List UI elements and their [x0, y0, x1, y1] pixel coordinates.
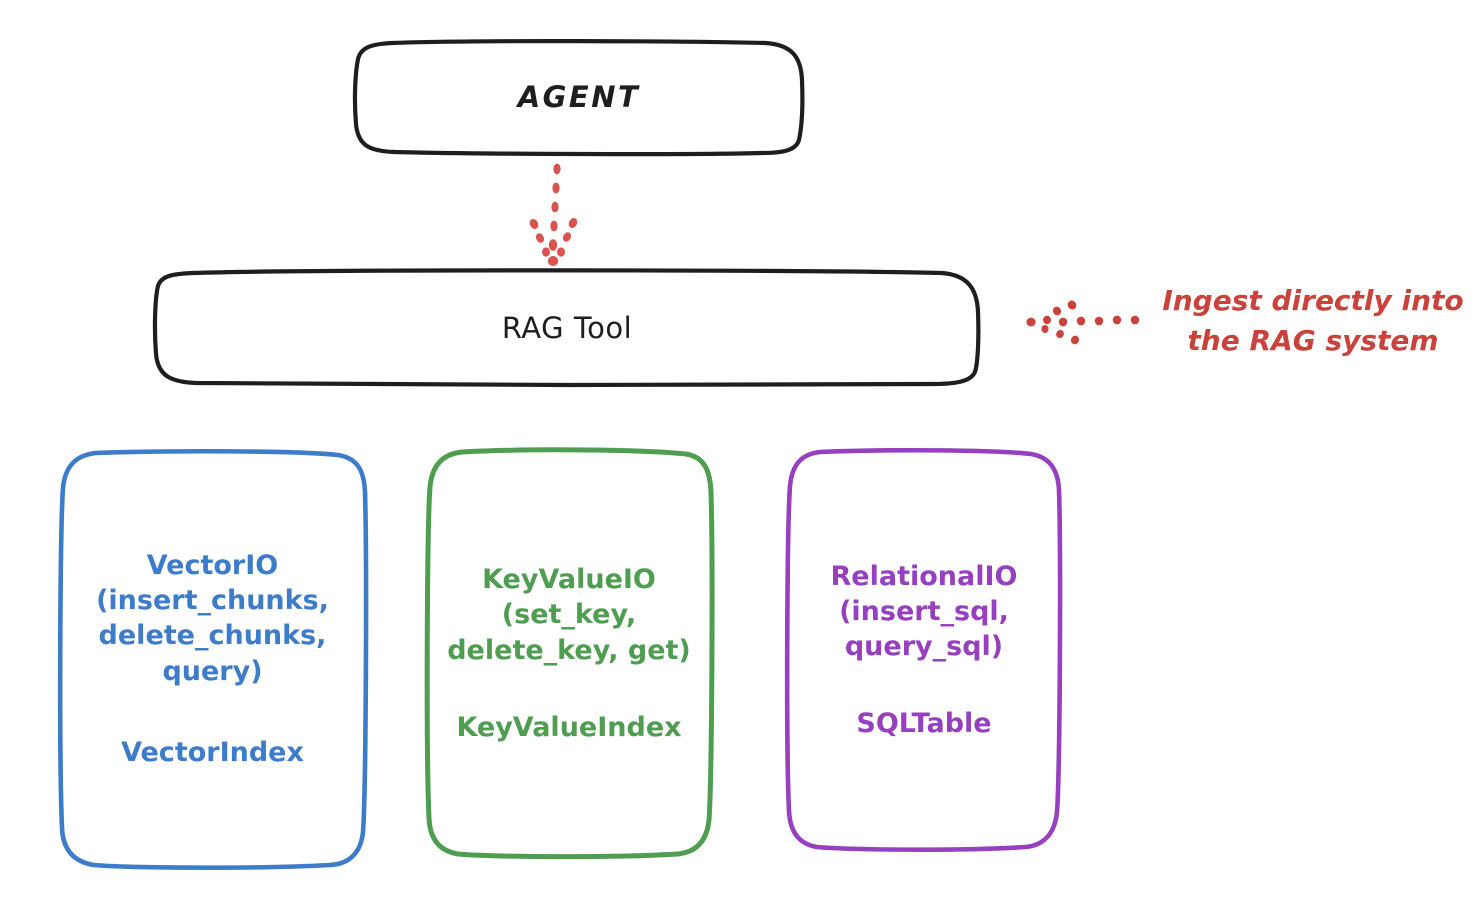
ingest-arrow — [1026, 300, 1140, 345]
key-value-io-box[interactable] — [424, 447, 715, 860]
vector-io-box[interactable] — [57, 448, 369, 870]
rag-tool-box[interactable] — [152, 268, 981, 388]
relational-io-box[interactable] — [784, 447, 1063, 852]
agent-to-ragtool-arrow — [529, 163, 578, 266]
agent-box[interactable] — [352, 39, 805, 157]
